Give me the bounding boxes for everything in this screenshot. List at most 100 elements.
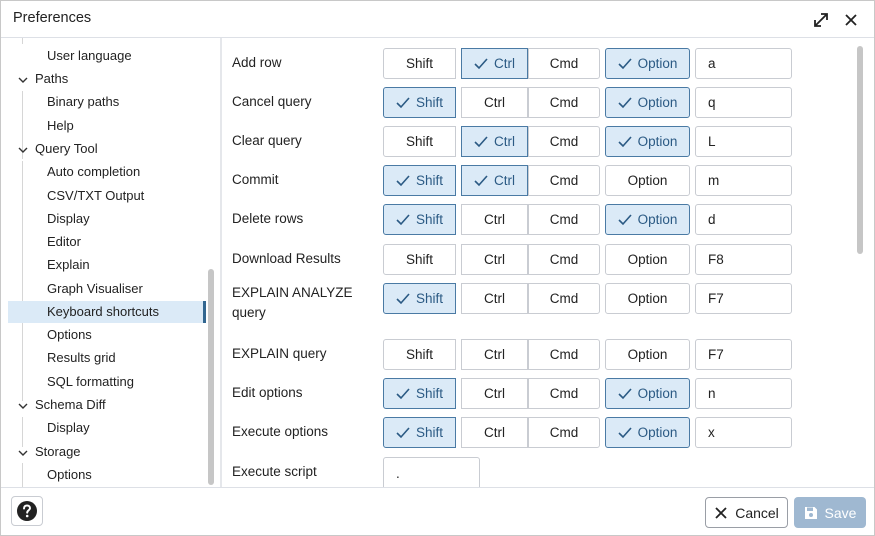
tree-item-editor[interactable]: Editor — [47, 234, 81, 249]
option-toggle[interactable]: Option — [605, 165, 690, 196]
cmd-toggle-label: Cmd — [549, 212, 579, 227]
ctrl-toggle[interactable]: Ctrl — [461, 283, 528, 314]
ctrl-toggle[interactable]: Ctrl — [461, 378, 528, 409]
expand-icon[interactable] — [811, 10, 831, 30]
tree-item-explain[interactable]: Explain — [47, 257, 90, 272]
ctrl-toggle[interactable]: Ctrl — [461, 339, 528, 370]
check-icon — [396, 213, 410, 225]
shortcut-key-input[interactable]: F7 — [695, 283, 792, 314]
shift-toggle[interactable]: Shift — [383, 417, 456, 448]
dialog-title: Preferences — [13, 10, 92, 26]
option-toggle[interactable]: Option — [605, 87, 690, 118]
shift-toggle[interactable]: Shift — [383, 87, 456, 118]
option-toggle[interactable]: Option — [605, 126, 690, 157]
shortcut-key-input[interactable]: F8 — [695, 244, 792, 275]
shortcut-key-input[interactable]: q — [695, 87, 792, 118]
save-button[interactable]: Save — [794, 497, 866, 528]
shift-toggle[interactable]: Shift — [383, 48, 456, 79]
cmd-toggle[interactable]: Cmd — [528, 378, 600, 409]
option-toggle-label: Option — [637, 212, 678, 227]
help-button[interactable] — [11, 496, 43, 526]
check-icon — [396, 96, 410, 108]
ctrl-toggle[interactable]: Ctrl — [461, 48, 528, 79]
shortcut-label-delete-rows: Delete rows — [232, 211, 304, 226]
ctrl-toggle[interactable]: Ctrl — [461, 417, 528, 448]
tree-item-query-tool[interactable]: Query Tool — [1, 138, 216, 160]
option-toggle[interactable]: Option — [605, 204, 690, 235]
tree-item-sql-formatting[interactable]: SQL formatting — [47, 374, 134, 389]
shortcut-label-execute-options: Execute options — [232, 424, 329, 439]
option-toggle[interactable]: Option — [605, 283, 690, 314]
shift-toggle[interactable]: Shift — [383, 339, 456, 370]
cmd-toggle[interactable]: Cmd — [528, 244, 600, 275]
ctrl-toggle[interactable]: Ctrl — [461, 87, 528, 118]
shortcut-key-input[interactable]: L — [695, 126, 792, 157]
ctrl-toggle[interactable]: Ctrl — [461, 126, 528, 157]
option-toggle[interactable]: Option — [605, 417, 690, 448]
tree-item-graph-visualiser[interactable]: Graph Visualiser — [47, 281, 143, 296]
shift-toggle[interactable]: Shift — [383, 378, 456, 409]
shift-toggle[interactable]: Shift — [383, 244, 456, 275]
shift-toggle[interactable]: Shift — [383, 283, 456, 314]
close-icon[interactable] — [841, 10, 861, 30]
shortcut-key-input[interactable]: m — [695, 165, 792, 196]
shift-toggle[interactable]: Shift — [383, 204, 456, 235]
shift-toggle-label: Shift — [415, 173, 443, 188]
tree-item-csv-txt-output[interactable]: CSV/TXT Output — [47, 188, 145, 203]
ctrl-toggle-label: Ctrl — [494, 173, 515, 188]
shortcut-key-input[interactable]: . — [383, 457, 480, 487]
tree-item-results-grid[interactable]: Results grid — [47, 350, 116, 365]
tree-item-storage[interactable]: Storage — [1, 441, 216, 463]
shift-toggle[interactable]: Shift — [383, 165, 456, 196]
tree-item-display[interactable]: Display — [47, 211, 90, 226]
cmd-toggle[interactable]: Cmd — [528, 48, 600, 79]
tree-item-options[interactable]: Options — [47, 327, 92, 342]
sidebar-scrollbar[interactable] — [208, 269, 214, 485]
cmd-toggle[interactable]: Cmd — [528, 417, 600, 448]
chevron-down-icon[interactable] — [17, 144, 29, 156]
cmd-toggle[interactable]: Cmd — [528, 126, 600, 157]
tree-item-paths[interactable]: Paths — [1, 68, 216, 90]
shortcut-key-input[interactable]: d — [695, 204, 792, 235]
shift-toggle[interactable]: Shift — [383, 126, 456, 157]
tree-item-help[interactable]: Help — [47, 118, 74, 133]
chevron-down-icon[interactable] — [17, 447, 29, 459]
cancel-button[interactable]: Cancel — [705, 497, 788, 528]
shortcut-key-input[interactable]: a — [695, 48, 792, 79]
cmd-toggle[interactable]: Cmd — [528, 165, 600, 196]
option-toggle[interactable]: Option — [605, 339, 690, 370]
chevron-down-icon[interactable] — [17, 400, 29, 412]
check-icon — [618, 213, 632, 225]
shift-toggle-label: Shift — [415, 212, 443, 227]
cmd-toggle[interactable]: Cmd — [528, 283, 600, 314]
shortcut-label-explain-analyze-query: EXPLAIN ANALYZE query — [232, 285, 353, 320]
tree-item-binary-paths[interactable]: Binary paths — [47, 94, 120, 109]
option-toggle-label: Option — [627, 173, 668, 188]
cmd-toggle-label: Cmd — [549, 134, 579, 149]
content-scrollbar[interactable] — [857, 46, 863, 254]
tree-item-schema-diff-display[interactable]: Display — [47, 420, 90, 435]
cmd-toggle[interactable]: Cmd — [528, 339, 600, 370]
option-toggle[interactable]: Option — [605, 48, 690, 79]
panel-splitter[interactable] — [220, 38, 222, 487]
ctrl-toggle[interactable]: Ctrl — [461, 204, 528, 235]
tree-item-storage-options[interactable]: Options — [47, 467, 92, 482]
tree-item-auto-completion[interactable]: Auto completion — [47, 164, 141, 179]
option-toggle[interactable]: Option — [605, 378, 690, 409]
chevron-down-icon[interactable] — [17, 74, 29, 86]
shortcut-key-input[interactable]: n — [695, 378, 792, 409]
tree-item-keyboard-shortcuts[interactable]: Keyboard shortcuts — [8, 301, 206, 323]
cmd-toggle[interactable]: Cmd — [528, 87, 600, 118]
shortcut-key-input[interactable]: F7 — [695, 339, 792, 370]
shortcut-key-input[interactable]: x — [695, 417, 792, 448]
cmd-toggle[interactable]: Cmd — [528, 204, 600, 235]
tree-item-schema-diff[interactable]: Schema Diff — [1, 394, 216, 416]
ctrl-toggle-label: Ctrl — [484, 291, 505, 306]
tree-item-user-language[interactable]: User language — [47, 48, 132, 63]
ctrl-toggle[interactable]: Ctrl — [461, 244, 528, 275]
check-icon — [618, 57, 632, 69]
save-disk-icon — [804, 506, 817, 519]
ctrl-toggle[interactable]: Ctrl — [461, 165, 528, 196]
option-toggle[interactable]: Option — [605, 244, 690, 275]
